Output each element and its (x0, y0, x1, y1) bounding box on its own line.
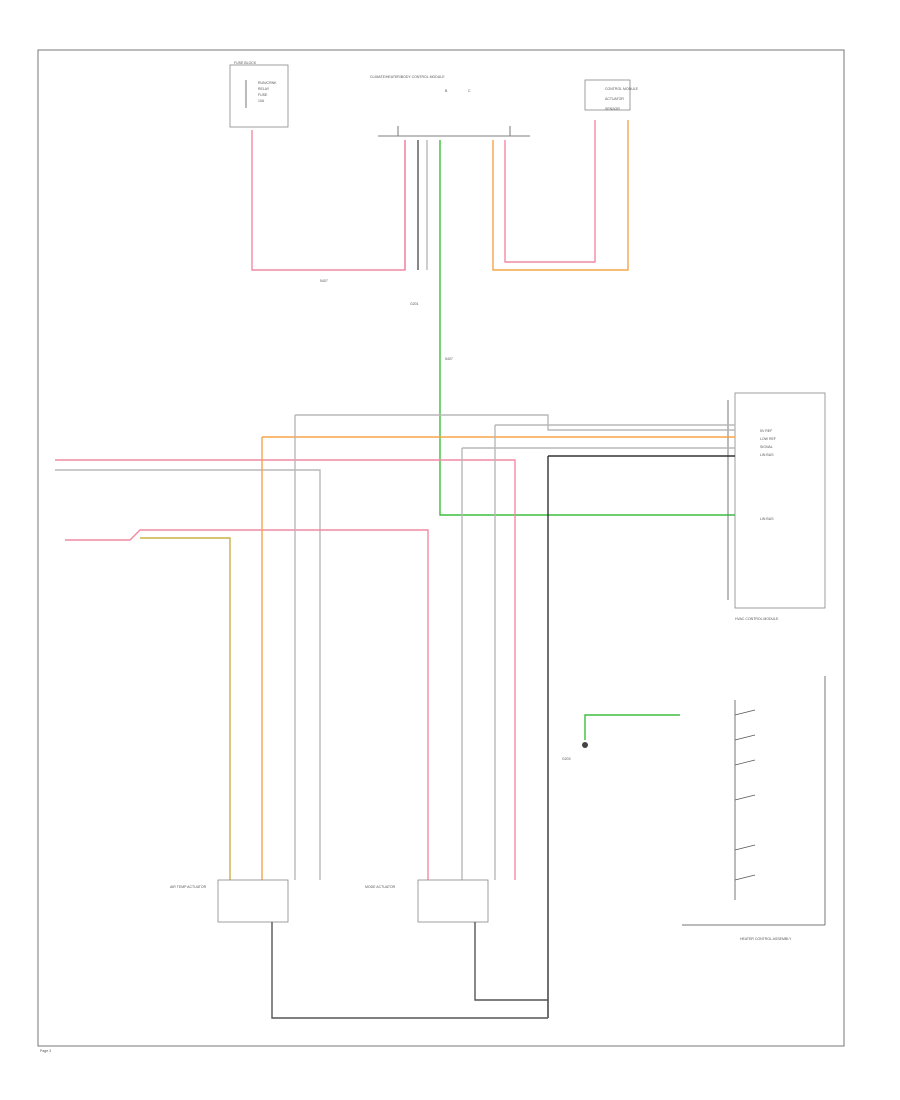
hvac-module-label: HVAC CONTROL MODULE (735, 617, 779, 621)
svg-text:10A: 10A (258, 99, 265, 103)
ground-top-label: G201 (410, 302, 419, 306)
switch-assembly: HEATER CONTROL ASSEMBLY (682, 676, 826, 941)
svg-text:FUSE: FUSE (258, 93, 268, 97)
top-right-module-label: CONTROL MODULE (605, 87, 639, 91)
top-center-module: CLIMATE/HEATER/BODY CONTROL MODULE B C (370, 75, 530, 137)
actuator-left-label: AIR TEMP ACTUATOR (170, 885, 207, 889)
ground-icon (582, 742, 588, 748)
fuse-to-bus-wire (251, 130, 406, 271)
top-right-module: CONTROL MODULE ACTUATOR SENSOR (584, 79, 639, 111)
actuator-right-label: MODE ACTUATOR (365, 885, 396, 889)
svg-text:5407: 5407 (445, 357, 453, 361)
top-module-label: CLIMATE/HEATER/BODY CONTROL MODULE (370, 75, 445, 79)
switch-icon (734, 709, 756, 881)
svg-text:C: C (468, 89, 471, 93)
svg-text:LOW REF: LOW REF (760, 437, 776, 441)
actuator-left: AIR TEMP ACTUATOR (170, 879, 289, 923)
green-signal-wire (439, 140, 735, 516)
fuse-block-label: FUSE BLOCK (234, 61, 257, 65)
svg-text:B: B (445, 89, 448, 93)
svg-text:SENSOR: SENSOR (605, 107, 620, 111)
svg-text:5V REF: 5V REF (760, 429, 772, 433)
switch-assembly-label: HEATER CONTROL ASSEMBLY (740, 937, 792, 941)
ground-right-label: G203 (562, 757, 571, 761)
fuse-block: FUSE BLOCK RUN/CRNK RELAY FUSE 10A (229, 61, 289, 128)
actuator-right: MODE ACTUATOR (365, 879, 489, 923)
svg-text:SIGNAL: SIGNAL (760, 445, 773, 449)
svg-text:RUN/CRNK: RUN/CRNK (258, 81, 277, 85)
diagram-frame (37, 49, 845, 1047)
svg-text:5407: 5407 (320, 279, 328, 283)
svg-text:ACTUATOR: ACTUATOR (605, 97, 624, 101)
page-number: Page 3 (40, 1049, 51, 1053)
hvac-control-module: HVAC CONTROL MODULE 5V REF LOW REF SIGNA… (727, 392, 826, 621)
svg-text:RELAY: RELAY (258, 87, 270, 91)
svg-text:LIN BUS: LIN BUS (760, 453, 774, 457)
svg-text:LIN BUS: LIN BUS (760, 517, 774, 521)
